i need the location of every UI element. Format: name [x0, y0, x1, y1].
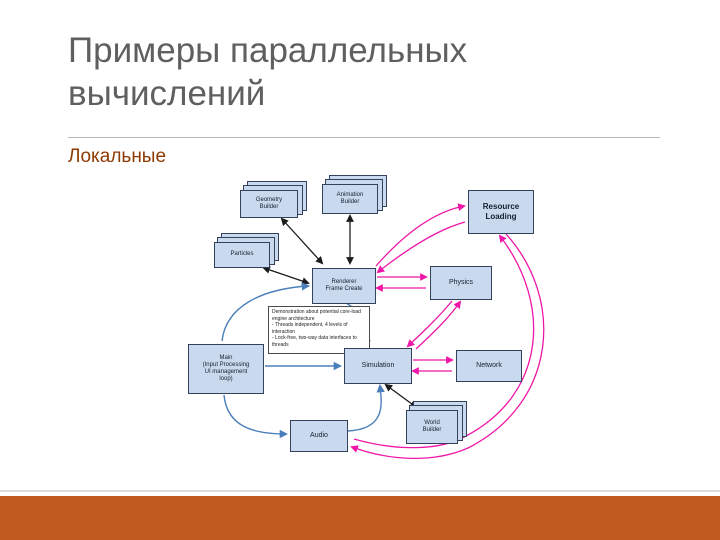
- node-main: Main (Input Processing UI management loo…: [188, 344, 264, 394]
- node-physics: Physics: [430, 266, 492, 300]
- node-geometry-builder: Geometry Builder: [240, 190, 298, 218]
- slide-subtitle: Локальные: [68, 146, 167, 167]
- node-network: Network: [456, 350, 522, 382]
- footer-bar: [0, 496, 720, 540]
- node-renderer: Renderer Frame Create: [312, 268, 376, 304]
- node-animation-builder: Animation Builder: [322, 184, 378, 214]
- node-world-builder: World Builder: [406, 410, 458, 444]
- annotation-box: Demonstration about potential core-load …: [268, 306, 370, 354]
- node-resource-loading: Resource Loading: [468, 190, 534, 234]
- node-audio: Audio: [290, 420, 348, 452]
- node-particles: Particles: [214, 242, 270, 268]
- footer-hairline: [0, 490, 720, 492]
- title-underline: [68, 137, 660, 138]
- node-simulation: Simulation: [344, 348, 412, 384]
- slide-title: Примеры параллельных вычислений: [68, 31, 468, 113]
